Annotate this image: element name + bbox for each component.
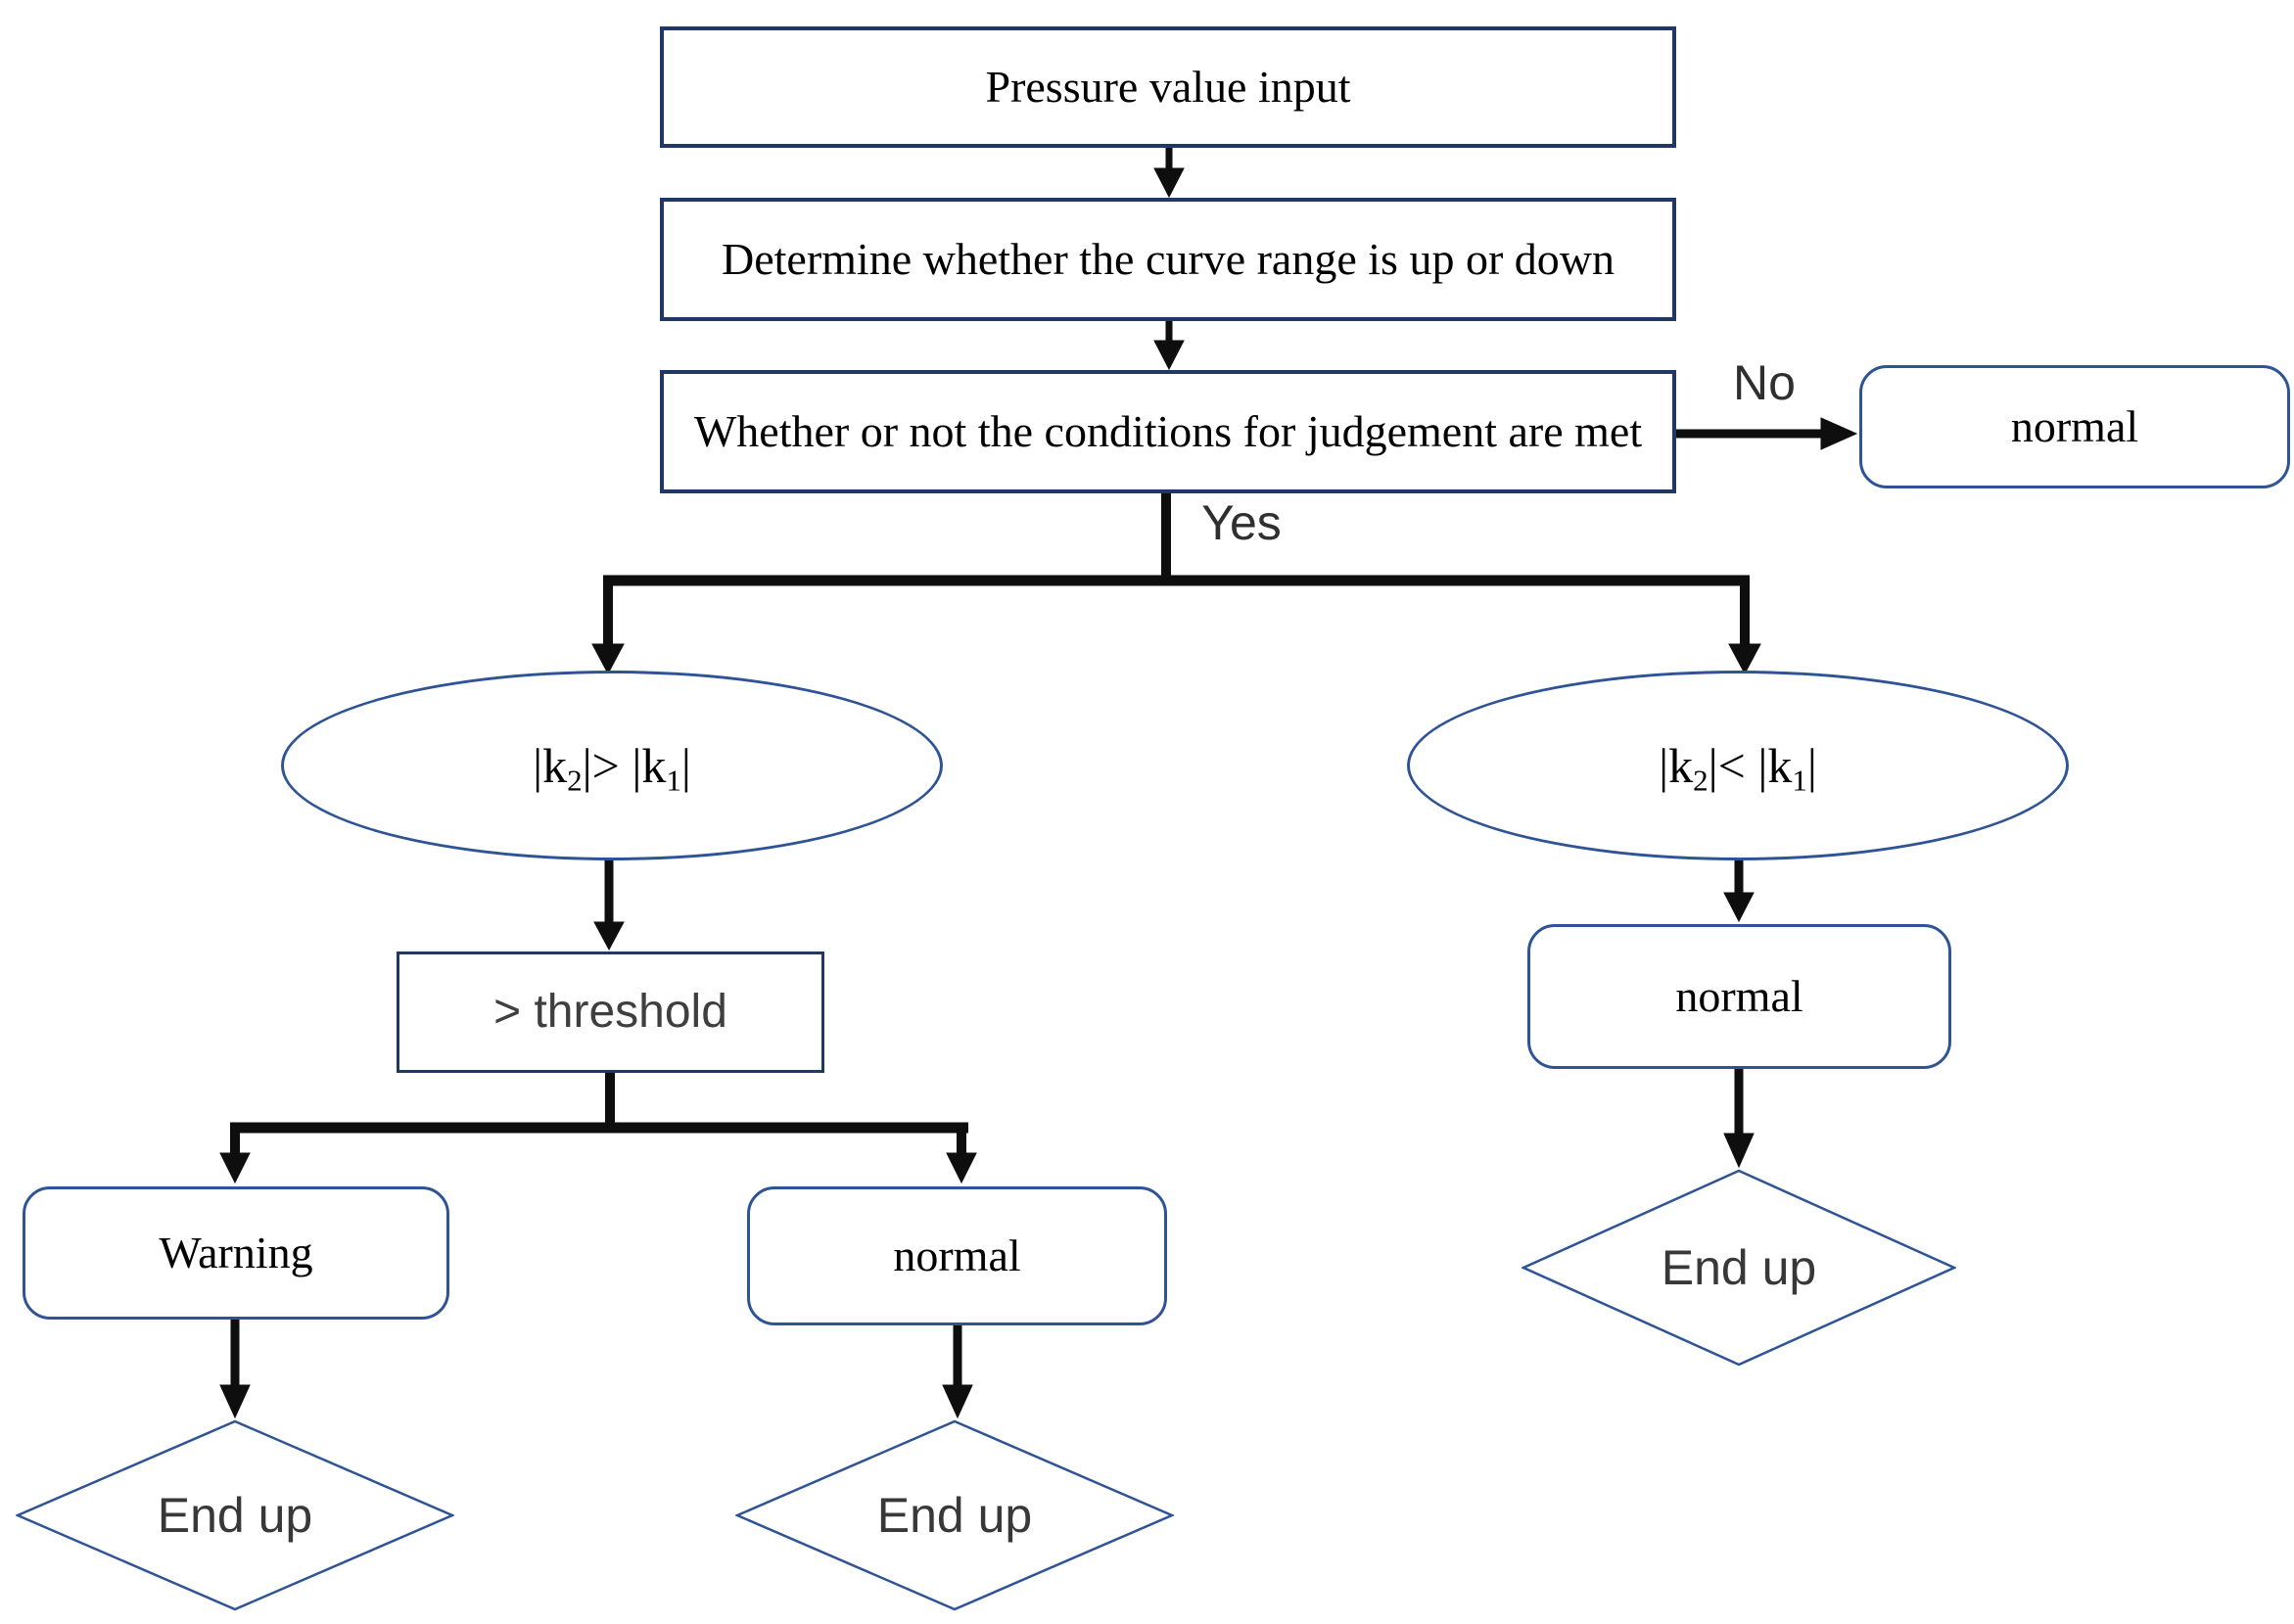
arrow-no-to-normal: [1676, 417, 1858, 450]
diamond-shape: [16, 1419, 454, 1611]
end-up-label-middle: End up: [876, 1488, 1033, 1543]
normal-box-middle: normal: [747, 1186, 1167, 1325]
yes-split-connector: [591, 492, 1761, 675]
k2-greater-k1-label: |k2|> |k1|: [533, 738, 691, 798]
threshold-split-connector: [219, 1071, 977, 1184]
end-up-diamond-left: End up: [16, 1419, 454, 1611]
pressure-input-box: Pressure value input: [660, 26, 1676, 148]
normal-box-top-right: normal: [1859, 365, 2290, 488]
diamond-shape: [1522, 1169, 1956, 1367]
end-up-label-right: End up: [1661, 1240, 1817, 1295]
arrow-determine-to-condition: [1153, 320, 1185, 371]
arrow-left-ellipse-to-threshold: [593, 858, 625, 951]
end-up-label-left: End up: [157, 1488, 313, 1543]
arrow-normal-middle-to-end: [942, 1324, 973, 1419]
arrow-input-to-determine: [1153, 148, 1185, 199]
no-edge-label: No: [1733, 355, 1796, 410]
diamond-shape: [735, 1419, 1174, 1611]
judgement-condition-box: Whether or not the conditions for judgem…: [660, 370, 1676, 493]
end-up-diamond-right: End up: [1522, 1169, 1956, 1367]
k2-less-k1-label: |k2|< |k1|: [1659, 738, 1817, 798]
threshold-box: > threshold: [397, 951, 824, 1073]
k2-greater-k1-ellipse: |k2|> |k1|: [281, 671, 943, 860]
curve-range-box: Determine whether the curve range is up …: [660, 198, 1676, 321]
end-up-diamond-middle: End up: [735, 1419, 1174, 1611]
arrow-normal-right-to-end: [1723, 1069, 1755, 1169]
arrow-warning-to-end: [219, 1319, 251, 1419]
normal-box-right: normal: [1527, 924, 1951, 1069]
k2-less-k1-ellipse: |k2|< |k1|: [1407, 671, 2069, 860]
arrow-right-ellipse-to-normal: [1723, 858, 1755, 923]
yes-edge-label: Yes: [1201, 495, 1282, 550]
warning-box: Warning: [23, 1186, 449, 1320]
